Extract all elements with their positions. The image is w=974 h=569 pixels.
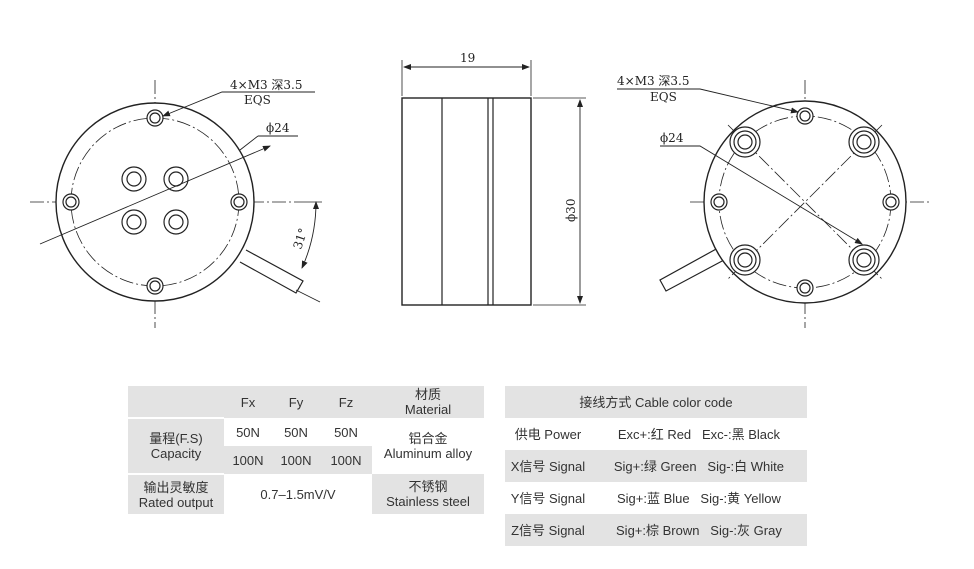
cable-row-x-label: X信号 Signal [505, 450, 591, 482]
left-view [30, 80, 322, 328]
cable-row-power-label: 供电 Power [505, 418, 591, 450]
cap-100-fz: 100N [320, 446, 372, 474]
capacity-label-en: Capacity [150, 446, 202, 461]
left-pcd-leader [39, 145, 271, 245]
right-thread-note-sub: EQS [650, 90, 677, 104]
right-thread-leader [617, 88, 799, 114]
left-angle-label: 31° [291, 226, 311, 251]
header-fx: Fx [224, 386, 272, 418]
cable-row-y-label: Y信号 Signal [505, 482, 591, 514]
left-thread-note: 4×M3 深3.5 [230, 78, 303, 92]
cable-row-y-value: Sig+:蓝 Blue Sig-:黄 Yellow [590, 482, 807, 514]
side-width-label: 19 [460, 51, 475, 65]
left-cable [239, 249, 304, 294]
right-mounting-holes [710, 107, 900, 297]
cap-100-fx: 100N [224, 446, 272, 474]
right-thread-note: 4×M3 深3.5 [617, 74, 690, 88]
left-thread-note-sub: EQS [244, 93, 271, 107]
output-label-en: Rated output [138, 494, 214, 510]
spec-table: Fx Fy Fz 材质 Material 量程(F.S) Capacity 50… [128, 386, 484, 514]
side-body [401, 97, 532, 306]
material-stainless-cn: 不锈钢 [408, 479, 448, 494]
header-fy: Fy [272, 386, 320, 418]
cable-row-power-value: Exc+:红 Red Exc-:黑 Black [590, 418, 807, 450]
left-angle-arc [301, 201, 320, 269]
material-aluminum: 铝合金 Aluminum alloy [372, 418, 484, 474]
right-pcd-leader [660, 145, 863, 245]
material-stainless: 不锈钢 Stainless steel [372, 474, 484, 514]
right-pcd-label: ϕ24 [660, 131, 684, 145]
cap-50-fy: 50N [272, 418, 320, 446]
cap-100-fy: 100N [272, 446, 320, 474]
cable-row-z-label: Z信号 Signal [505, 514, 591, 546]
left-mounting-holes [62, 109, 248, 295]
cable-row-z-value: Sig+:棕 Brown Sig-:灰 Gray [590, 514, 807, 546]
cap-50-fz: 50N [320, 418, 372, 446]
right-cable [659, 247, 725, 292]
header-material-en: Material [404, 402, 452, 417]
technical-drawing: 4×M3 深3.5 EQS ϕ24 31° 19 ϕ30 [30, 51, 930, 328]
capacity-label: 量程(F.S) Capacity [128, 418, 224, 475]
header-fz: Fz [320, 386, 372, 418]
left-thread-leader [162, 91, 315, 117]
header-material-cn: 材质 [414, 387, 441, 402]
cable-color-table: 接线方式 Cable color code 供电 Power Exc+:红 Re… [505, 386, 807, 546]
left-pcd-label: ϕ24 [266, 121, 290, 135]
cable-table-title: 接线方式 Cable color code [505, 386, 807, 418]
material-aluminum-en: Aluminum alloy [383, 446, 473, 461]
output-value: 0.7–1.5mV/V [224, 474, 372, 514]
output-label: 输出灵敏度 Rated output [128, 474, 224, 514]
capacity-label-cn: 量程(F.S) [149, 431, 203, 446]
header-material: 材质 Material [372, 386, 484, 418]
cable-row-x-value: Sig+:绿 Green Sig-:白 White [590, 450, 807, 482]
side-view [401, 60, 586, 306]
material-aluminum-cn: 铝合金 [408, 431, 448, 446]
cap-50-fx: 50N [224, 418, 272, 446]
material-stainless-en: Stainless steel [386, 494, 470, 509]
right-threaded-inserts [729, 126, 880, 276]
side-diameter-label: ϕ30 [564, 199, 578, 222]
output-label-cn: 输出灵敏度 [143, 479, 209, 495]
right-view [617, 80, 930, 328]
left-body-circle [55, 102, 255, 302]
